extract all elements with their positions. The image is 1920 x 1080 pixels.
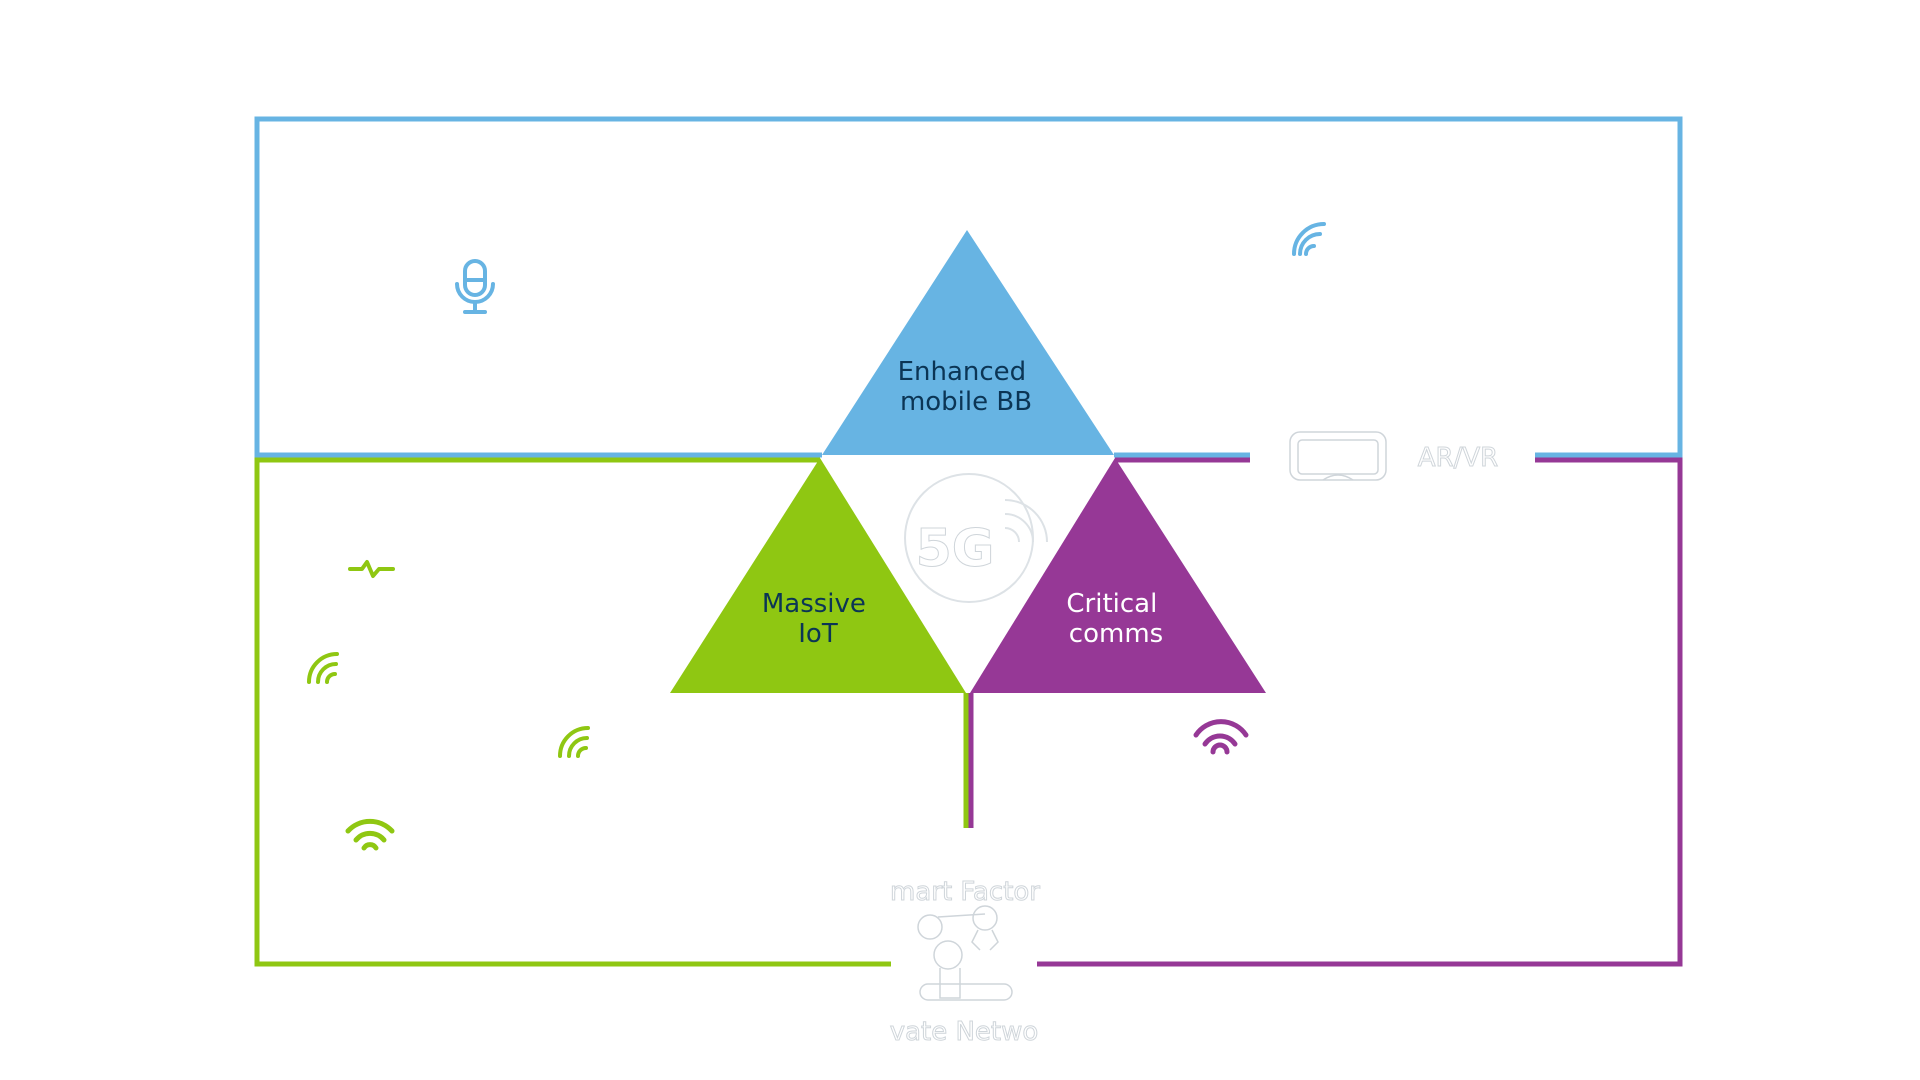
svg-text:5G: 5G [916, 519, 995, 579]
robot-arm-icon [917, 905, 1013, 1001]
signal-icon [558, 726, 590, 758]
private-network-label: vate Netwo [890, 1017, 1039, 1047]
miot-label: Massive IoT [762, 589, 874, 649]
5g-logo: 5G [904, 473, 1048, 603]
wifi-icon [1193, 719, 1249, 755]
signal-waves-icon [1004, 499, 1048, 543]
critical-frame [968, 457, 1683, 967]
smart-factory-label: mart Factor [890, 877, 1040, 907]
critical-triangle [970, 458, 1266, 693]
pulse-icon [348, 560, 395, 578]
miot-triangle [670, 458, 966, 693]
signal-icon [307, 652, 339, 684]
microphone-icon [455, 259, 495, 314]
critical-label: Critical comms [1066, 589, 1165, 649]
miot-frame [254, 457, 969, 967]
vr-headset-icon [1289, 431, 1387, 481]
signal-icon [1292, 222, 1326, 256]
arvr-label: AR/VR [1418, 443, 1498, 473]
embb-frame [254, 116, 1683, 458]
embb-label: Enhanced mobile BB [898, 357, 1035, 417]
embb-triangle [822, 230, 1114, 455]
wifi-icon [345, 818, 395, 851]
